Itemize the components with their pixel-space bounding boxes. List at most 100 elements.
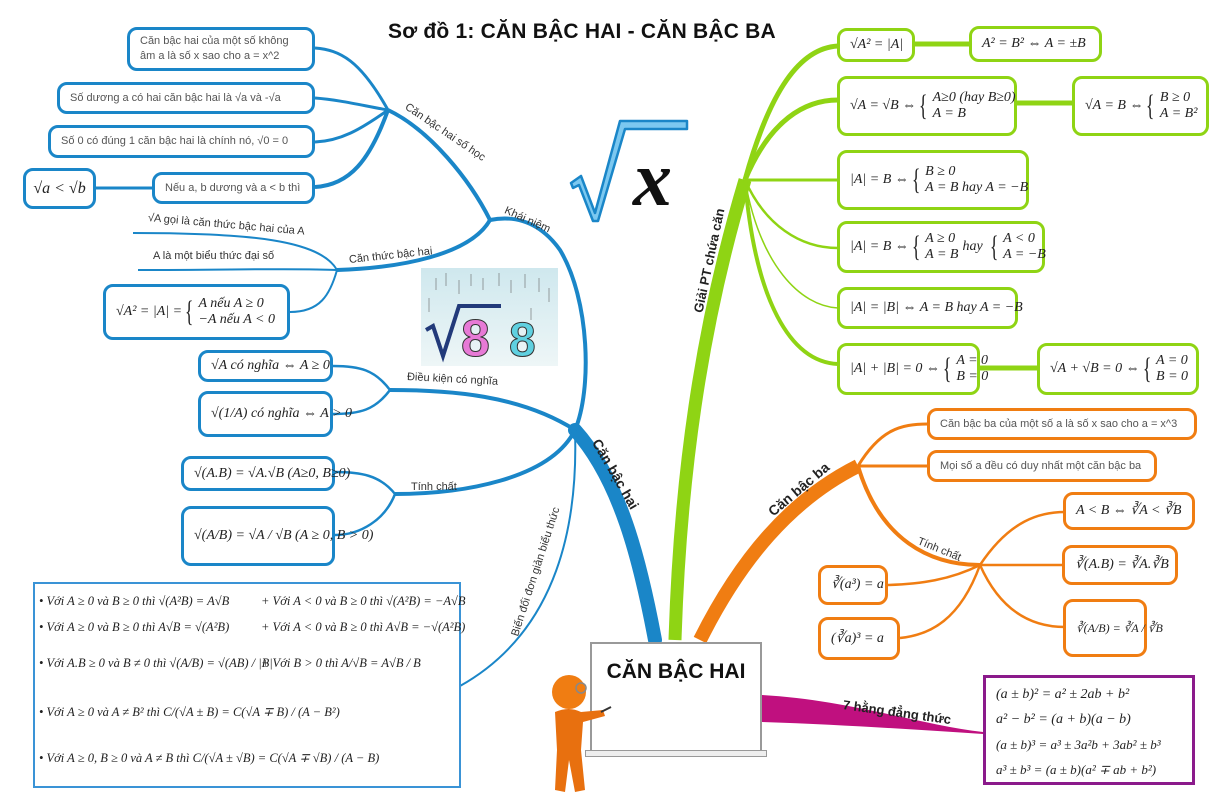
- sqrt-8-cartoon: 8 8: [421, 268, 558, 369]
- pt-text-4-case1: A ≥ 0: [925, 231, 956, 246]
- bac-ba-prop-box-5: (∛a)³ = a: [818, 617, 900, 660]
- compare-condition-text: Nếu a, b dương và a < b thì: [165, 181, 301, 194]
- abs-case-negative: −A nếu A < 0: [198, 312, 275, 327]
- pt-box-1: √A² = |A|: [837, 28, 915, 62]
- hdt-row-4: a³ ± b³ = (a ± b)(a² ∓ ab + b²): [996, 762, 1157, 777]
- rule-1: • Với A ≥ 0 và B ≥ 0 thì √(A²B) = A√B: [39, 594, 230, 608]
- svg-text:x: x: [632, 135, 672, 222]
- rule-6: + Với B > 0 thì A/√B = A√B / B: [261, 656, 421, 670]
- pt-text-4-case4: A = −B: [1003, 247, 1046, 262]
- hdt-row-3: (a ± b)³ = a³ ± 3a²b + 3ab² ± b³: [996, 737, 1161, 752]
- diagram-title: Sơ đồ 1: CĂN BẬC HAI - CĂN BẬC BA: [388, 20, 776, 43]
- tinh-chat-text-2: √(A/B) = √A / √B (A ≥ 0, B > 0): [194, 528, 374, 543]
- so-hoc-definition-line1: Căn bậc hai của một số không: [140, 35, 289, 47]
- compare-result-box: √a < √b: [23, 168, 96, 209]
- abs-definition-lhs: √A² = |A| =: [116, 304, 183, 319]
- pt-text-2-case1: A≥0 (hay B≥0): [932, 90, 1016, 105]
- whiteboard-ledge: [585, 750, 767, 757]
- pt-text-6-case2: B = 0: [956, 369, 989, 384]
- sqrt-x-icon: x: [569, 119, 689, 223]
- pt-text-6-case1: A = 0: [956, 353, 989, 368]
- branch-bien-doi: [459, 429, 577, 687]
- rule-3: • Với A ≥ 0 và B ≥ 0 thì A√B = √(A²B): [39, 620, 230, 634]
- label-can-thuc-item2: A là một biểu thức đại số: [153, 250, 275, 262]
- pt-text-3-case2: A = B hay A = −B: [925, 180, 1029, 195]
- pt-text-6b-case2: B = 0: [1156, 369, 1189, 384]
- rule-7: • Với A ≥ 0 và A ≠ B² thì C/(√A ± B) = C…: [39, 705, 340, 719]
- branch-giai-pt-trunk: [668, 178, 752, 641]
- pt-text-1: √A² = |A|: [850, 37, 904, 52]
- pt-text-4-case2: A = B: [925, 247, 959, 262]
- bac-ba-prop-box-2: ∛(A.B) = ∛A.∛B: [1062, 545, 1178, 585]
- rule-5: • Với A.B ≥ 0 và B ≠ 0 thì √(A/B) = √(AB…: [39, 656, 273, 670]
- bac-ba-definition-box: Căn bậc ba của một số a là số x sao cho …: [927, 408, 1197, 440]
- hang-dang-thuc-box: (a ± b)² = a² ± 2ab + b² a² − b² = (a + …: [983, 675, 1195, 785]
- hdt-row-2: a² − b² = (a + b)(a − b): [996, 712, 1131, 727]
- tinh-chat-box-2: √(A/B) = √A / √B (A ≥ 0, B > 0): [181, 506, 373, 566]
- tinh-chat-text-1: √(A.B) = √A.√B (A≥0, B≥0): [194, 465, 351, 481]
- zero-root-box: Số 0 có đúng 1 căn bậc hai là chính nó, …: [48, 125, 315, 158]
- bac-ba-prop-text-1: A < B ⇔ ∛A < ∛B: [1076, 503, 1182, 518]
- bac-ba-definition-text: Căn bậc ba của một số a là số x sao cho …: [940, 417, 1178, 430]
- bac-ba-unique-text: Mọi số a đều có duy nhất một căn bậc ba: [940, 459, 1142, 472]
- so-hoc-definition-line2: âm a là số x sao cho a = x^2: [140, 50, 280, 62]
- abs-case-positive: A nếu A ≥ 0: [198, 296, 264, 311]
- pt-box-5: |A| = |B| ⇔ A = B hay A = −B: [837, 287, 1023, 329]
- pt-text-3-lhs: |A| = B ⇔: [850, 172, 909, 187]
- rule-8: • Với A ≥ 0, B ≥ 0 và A ≠ B thì C/(√A ± …: [39, 751, 380, 765]
- pt-text-2-case2: A = B: [932, 106, 966, 121]
- svg-text:8: 8: [461, 310, 490, 366]
- pt-box-2b: √A = B ⇔ { B ≥ 0 A = B²: [1072, 76, 1209, 136]
- zero-root-text: Số 0 có đúng 1 căn bậc hai là chính nó, …: [61, 135, 289, 147]
- dieu-kien-text-1: √A có nghĩa ⇔ A ≥ 0: [211, 358, 330, 373]
- bien-doi-rules-box: • Với A ≥ 0 và B ≥ 0 thì √(A²B) = A√B + …: [33, 582, 466, 788]
- branch-can-bac-hai-trunk: [568, 423, 662, 647]
- so-hoc-definition-box: Căn bậc hai của một số không âm a là số …: [127, 27, 315, 71]
- branch-trunk-thin: [489, 216, 588, 431]
- bac-ba-prop-box-4: ∛(a³) = a: [818, 565, 888, 605]
- branch-khai-niem: [387, 108, 492, 221]
- bac-ba-unique-box: Mọi số a đều có duy nhất một căn bậc ba: [927, 450, 1157, 482]
- pt-text-2b-lhs: √A = B ⇔: [1085, 98, 1144, 113]
- svg-text:8: 8: [509, 314, 536, 366]
- branch-can-bac-ba-trunk: [693, 459, 862, 644]
- pt-text-1b: A² = B² ⇔ A = ±B: [982, 36, 1086, 51]
- branch-hang-dang-thuc: [762, 695, 983, 734]
- bac-ba-prop-text-5: (∛a)³ = a: [831, 630, 884, 646]
- rule-2: + Với A < 0 và B ≥ 0 thì √(A²B) = −A√B: [261, 594, 466, 608]
- pt-text-4-hay: hay: [962, 239, 983, 254]
- center-title: CĂN BẬC HAI: [606, 660, 746, 683]
- bac-ba-prop-box-3: ∛(A/B) = ∛A / ∛B: [1063, 599, 1163, 657]
- two-roots-text: Số dương a có hai căn bậc hai là √a và -…: [70, 91, 281, 104]
- pt-text-4-lhs: |A| = B ⇔: [850, 239, 909, 254]
- bac-ba-prop-box-1: A < B ⇔ ∛A < ∛B: [1063, 492, 1195, 530]
- pt-box-3: |A| = B ⇔ { B ≥ 0 A = B hay A = −B: [837, 150, 1029, 210]
- pt-text-6b-case1: A = 0: [1156, 353, 1188, 368]
- pt-text-6-lhs: |A| + |B| = 0 ⇔: [850, 361, 940, 376]
- pt-box-6b: √A + √B = 0 ⇔ { A = 0 B = 0: [1037, 343, 1199, 395]
- pt-text-5: |A| = |B| ⇔ A = B hay A = −B: [850, 300, 1023, 315]
- rule-4: + Với A < 0 và B ≥ 0 thì A√B = −√(A²B): [261, 620, 466, 634]
- hdt-row-1: (a ± b)² = a² ± 2ab + b²: [996, 687, 1130, 702]
- pt-box-1b: A² = B² ⇔ A = ±B: [969, 26, 1102, 62]
- label-tinh-chat: Tính chất: [411, 481, 457, 493]
- pt-text-4-case3: A < 0: [1003, 231, 1035, 246]
- center-whiteboard: CĂN BẬC HAI: [590, 642, 762, 752]
- two-roots-box: Số dương a có hai căn bậc hai là √a và -…: [57, 82, 315, 114]
- dieu-kien-box-2: √(1/A) có nghĩa ⇔ A > 0: [198, 391, 352, 437]
- pt-box-6: |A| + |B| = 0 ⇔ { A = 0 B = 0: [837, 343, 988, 395]
- bac-ba-prop-text-2: ∛(A.B) = ∛A.∛B: [1075, 557, 1169, 572]
- compare-result-text: √a < √b: [33, 179, 86, 197]
- pt-text-3-case1: B ≥ 0: [925, 164, 956, 179]
- abs-definition-box: √A² = |A| = { A nếu A ≥ 0 −A nếu A < 0: [103, 284, 290, 340]
- compare-condition-box: Nếu a, b dương và a < b thì: [152, 172, 315, 204]
- dieu-kien-box-1: √A có nghĩa ⇔ A ≥ 0: [198, 350, 333, 382]
- pt-box-2: √A = √B ⇔ { A≥0 (hay B≥0) A = B: [837, 76, 1017, 136]
- pt-text-2-lhs: √A = √B ⇔: [850, 98, 917, 113]
- pt-text-2b-case1: B ≥ 0: [1159, 90, 1191, 105]
- branch-tinh-chat: [394, 429, 577, 496]
- branch-dieu-kien: [389, 388, 577, 432]
- teacher-figure-icon: [552, 675, 612, 792]
- pt-text-2b-case2: A = B²: [1159, 106, 1198, 121]
